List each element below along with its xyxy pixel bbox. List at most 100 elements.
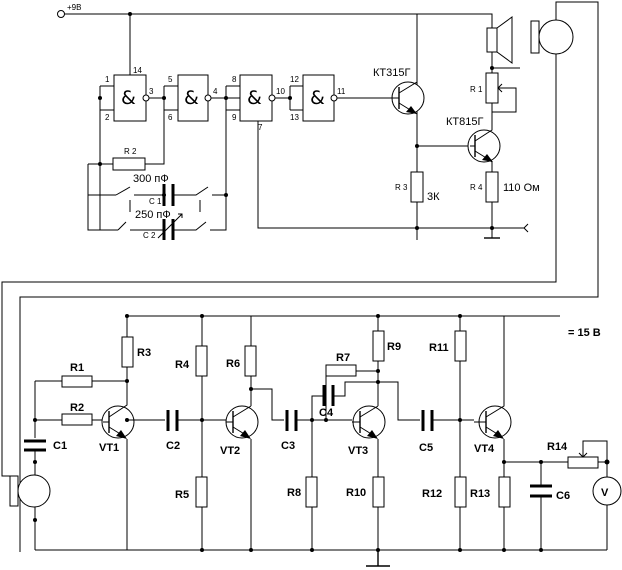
resistor-r2: [61, 413, 93, 426]
svg-text:R 3: R 3: [395, 183, 408, 192]
svg-text:4: 4: [213, 87, 218, 96]
resistor-r13: [498, 476, 511, 508]
svg-text:R4: R4: [175, 359, 190, 371]
transistor-vt1: [101, 381, 135, 439]
supply-terminal-9v: [57, 10, 65, 18]
link-wire-inner: [1, 54, 557, 477]
svg-text:C6: C6: [556, 490, 570, 502]
svg-text:300 пФ: 300 пФ: [133, 173, 169, 185]
capacitor-c3: [285, 410, 298, 431]
svg-text:10: 10: [276, 87, 285, 96]
svg-text:R 1: R 1: [470, 85, 483, 94]
svg-text:3: 3: [149, 87, 154, 96]
svg-text:R 4: R 4: [470, 183, 483, 192]
svg-text:R1: R1: [70, 362, 84, 374]
svg-text:R11: R11: [429, 342, 449, 354]
gate-4-symbol: &: [310, 87, 325, 109]
resistor-r6: [244, 345, 257, 377]
voltmeter-icon: V: [592, 476, 622, 506]
svg-text:R2: R2: [70, 402, 84, 414]
supply-15v-label: = 15 В: [568, 327, 601, 339]
svg-text:110 Ом: 110 Ом: [503, 182, 540, 194]
capacitor-c4: [322, 385, 335, 406]
capacitor-c6: [530, 484, 552, 498]
svg-text:12: 12: [290, 75, 299, 84]
svg-text:C3: C3: [281, 440, 295, 452]
svg-text:VT2: VT2: [220, 445, 240, 457]
svg-text:14: 14: [133, 66, 142, 75]
resistor-r14: [567, 456, 599, 469]
svg-text:C2: C2: [166, 440, 180, 452]
transistor-kt815g: КТ815Г: [446, 116, 501, 163]
resistor-r8: [305, 476, 318, 508]
resistor-r10: [372, 476, 385, 508]
transistor-label-kt315g: КТ315Г: [373, 67, 410, 79]
input-microphone-icon: [9, 474, 51, 508]
top-resistor-r4: [485, 171, 499, 203]
transistor-vt2: [225, 405, 259, 439]
svg-text:R7: R7: [336, 352, 350, 364]
transistor-vt3: [352, 405, 386, 439]
transistor-vt4: [474, 316, 512, 439]
svg-text:R12: R12: [422, 488, 442, 500]
top-circuit: +9В & 1 2 14 3 & 5 6 4 &: [57, 3, 574, 240]
gate-2-symbol: &: [184, 87, 199, 109]
link-wire-outer: [19, 1, 599, 552]
svg-text:13: 13: [290, 113, 299, 122]
top-resistor-r1: [485, 72, 499, 104]
svg-text:C1: C1: [53, 440, 67, 452]
gate-1-symbol: &: [121, 87, 136, 109]
svg-text:11: 11: [337, 87, 346, 96]
svg-text:VT4: VT4: [474, 443, 495, 455]
resistor-r4: [195, 345, 208, 377]
svg-text:1: 1: [105, 75, 110, 84]
svg-text:R14: R14: [547, 441, 568, 453]
capacitor-c5: [421, 410, 434, 431]
svg-text:R13: R13: [470, 488, 490, 500]
supply-rail-9v: [64, 13, 418, 240]
resistor-r11: [454, 330, 467, 362]
resistor-r9: [372, 330, 385, 362]
bottom-circuit: = 15 В C1 R1 R2 R3: [9, 314, 622, 567]
svg-text:C4: C4: [319, 407, 334, 419]
svg-text:VT1: VT1: [99, 442, 119, 454]
svg-text:С 2: С 2: [143, 231, 156, 240]
top-resistor-r2: [112, 157, 146, 171]
svg-text:V: V: [601, 487, 609, 499]
transistor-label-kt815g: КТ815Г: [446, 116, 483, 128]
gate-2: & 5 6 4: [168, 74, 218, 122]
svg-text:R8: R8: [287, 487, 301, 499]
gate-1: & 1 2 14 3: [105, 66, 154, 122]
svg-text:6: 6: [168, 113, 173, 122]
svg-text:R5: R5: [175, 489, 189, 501]
svg-text:3К: 3К: [427, 191, 440, 203]
svg-text:250 пФ: 250 пФ: [135, 209, 171, 221]
resistor-r1: [61, 375, 93, 388]
gate-3: & 8 9 7 10: [232, 74, 285, 132]
top-resistor-r3: [410, 171, 424, 203]
top-capacitor-c2: [162, 219, 175, 240]
svg-text:R10: R10: [346, 487, 366, 499]
svg-text:R 2: R 2: [124, 147, 137, 156]
svg-text:R6: R6: [226, 358, 240, 370]
gate-4: & 12 13 11: [290, 74, 346, 122]
supply-label: +9В: [67, 3, 81, 12]
gate-3-symbol: &: [247, 87, 262, 109]
microphone-icon: [530, 19, 574, 55]
svg-text:7: 7: [258, 123, 263, 132]
svg-text:R3: R3: [137, 347, 151, 359]
capacitor-c1: [24, 439, 46, 452]
svg-text:C5: C5: [419, 442, 433, 454]
capacitor-c2: [166, 410, 179, 431]
svg-text:VT3: VT3: [348, 445, 368, 457]
top-capacitor-c1: [162, 184, 175, 206]
resistor-r12: [454, 476, 467, 508]
svg-text:2: 2: [105, 113, 110, 122]
svg-text:С 1: С 1: [149, 197, 162, 206]
svg-text:9: 9: [232, 113, 237, 122]
resistor-r7: [325, 364, 357, 377]
resistor-r3: [121, 336, 134, 368]
svg-text:5: 5: [168, 75, 173, 84]
svg-text:8: 8: [232, 75, 237, 84]
